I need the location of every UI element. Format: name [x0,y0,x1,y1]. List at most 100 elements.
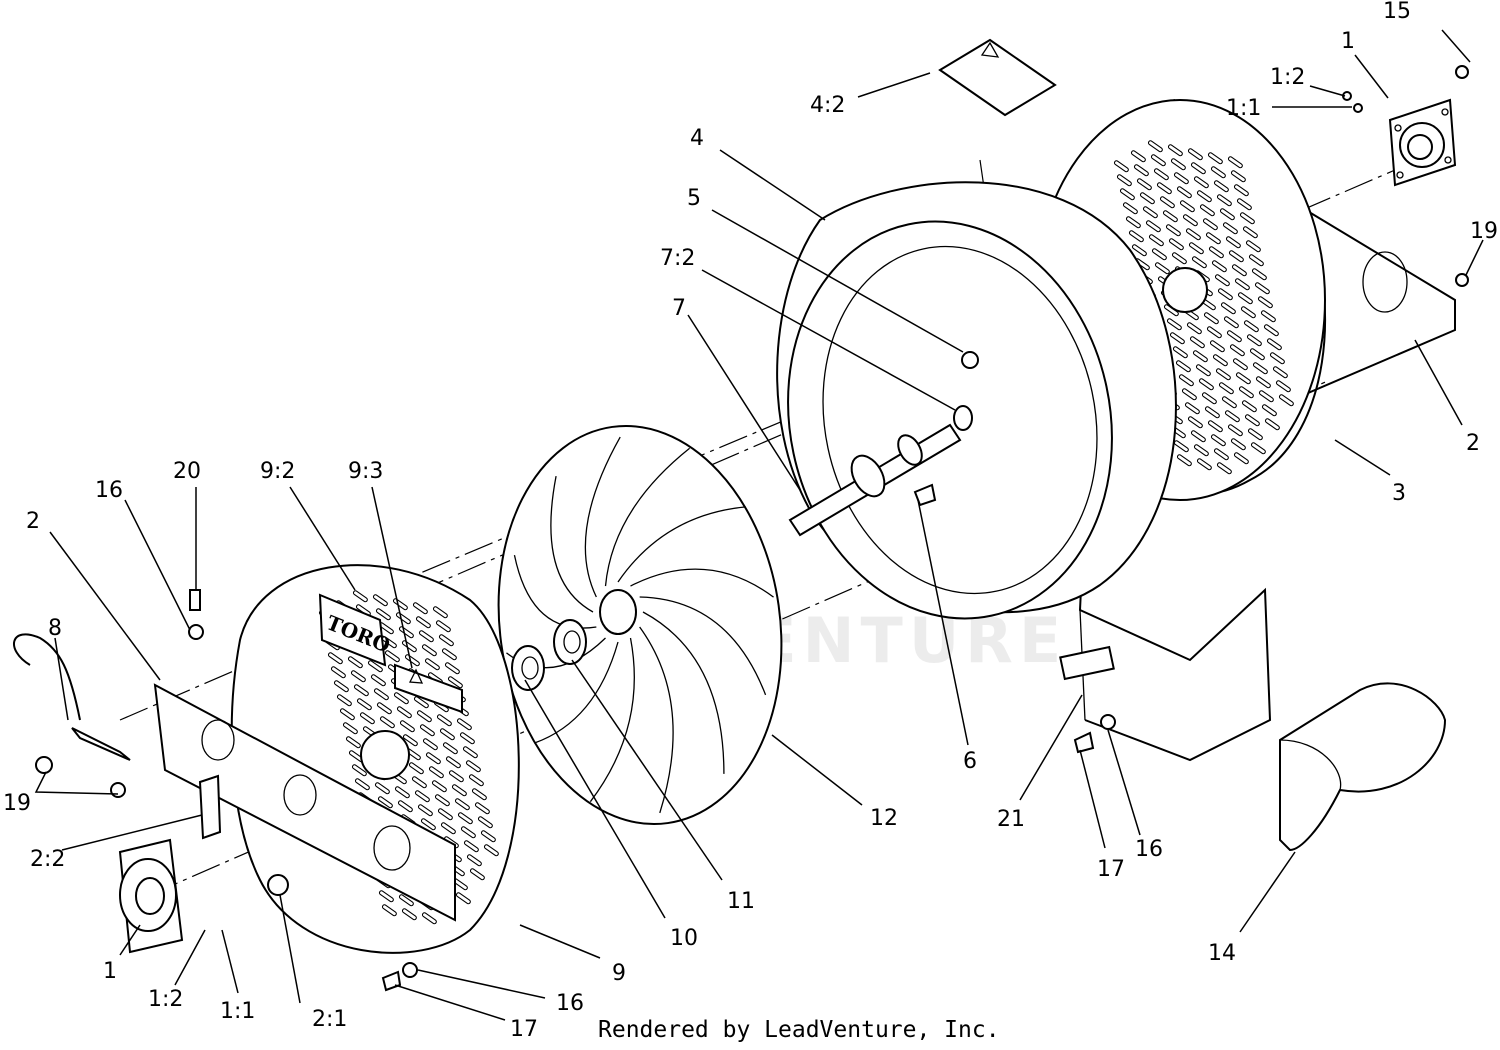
grille-slot [1207,420,1223,433]
grille-slot [1196,458,1212,471]
grille-slot [428,766,444,779]
callout-3: 3 [1392,481,1406,506]
grille-slot [460,826,476,839]
grille-slot [1186,322,1202,335]
grille-slot [1202,218,1218,231]
grille-slot [434,794,450,807]
impeller-blade [550,476,594,613]
grille-slot [378,890,394,903]
grille-slot [1240,306,1256,319]
grille-slot [1178,374,1194,387]
grille-slot [421,644,437,657]
callout-17-bottom: 17 [510,1017,538,1042]
grille-slot [402,734,418,747]
rendered-by-credit: Rendered by LeadVenture, Inc. [598,1017,1000,1043]
grille-slot [1217,288,1233,301]
callout-2-1: 2:1 [312,1007,347,1032]
grille-slot [1153,168,1169,181]
grille-slot [370,674,386,687]
callout-17-right: 17 [1097,857,1125,882]
grille-slot [448,770,464,783]
grille-slot [1232,358,1248,371]
impeller-blade [642,611,725,774]
grille-slot [1113,160,1129,173]
hitch-pin [13,633,131,798]
fan-impeller [497,424,783,826]
grille-slot [401,908,417,921]
right-bearing-flange [1388,98,1457,187]
grille-slot [1250,442,1266,455]
grille-slot [413,696,429,709]
impeller-blade [639,626,674,814]
drive-shaft [788,405,973,537]
grille-slot [440,822,456,835]
grille-slot [1249,348,1265,361]
grille-slot [1128,230,1144,243]
grille-slot [414,790,430,803]
grille-slot [1258,390,1274,403]
grille-slot [444,662,460,675]
grille-slot [1239,212,1255,225]
grille-slot [1187,148,1203,161]
grille-slot [1242,226,1258,239]
grille-slot [1220,302,1236,315]
grille-slot [342,722,358,735]
callout-1-1: 1:1 [1226,96,1261,121]
callout-4-2: 4:2 [810,93,845,118]
grille-slot [1234,278,1250,291]
grille-slot [350,670,366,683]
grille-slot [353,684,369,697]
grille-slot [1228,250,1244,263]
grille-slot [1179,200,1195,213]
warning-decal-top [938,38,1057,117]
grille-slot [1195,364,1211,377]
grille-slot [465,760,481,773]
callout-4: 4 [690,126,704,151]
grille-slot [374,782,390,795]
callout-14: 14 [1208,941,1236,966]
grille-slot [1213,448,1229,461]
grille-slot [397,800,413,813]
grille-slot [399,720,415,733]
left-bearing-flange [118,838,184,954]
grille-slot [1206,326,1222,339]
grille-slot [394,786,410,799]
grille-slot [466,854,482,867]
grille-slot [1218,382,1234,395]
grille-slot [415,616,431,629]
grille-slot [354,778,370,791]
grille-slot [1224,410,1240,423]
grille-slot [468,774,484,787]
grille-slot [352,590,368,603]
grille-slot [376,702,392,715]
grille-slot [439,728,455,741]
grille-slot [1154,262,1170,275]
impeller-blade [639,596,767,696]
impeller-blade [589,637,635,803]
grille-slot [1159,196,1175,209]
grille-slot [1208,246,1224,259]
grille-slot [1238,386,1254,399]
grille-slot [459,732,475,745]
grille-slot [375,608,391,621]
callout-10: 10 [670,926,698,951]
grille-slot [356,698,372,711]
grille-slot [1205,232,1221,245]
grille-slot [333,680,349,693]
grille-slot [455,892,471,905]
grille-slot [1185,228,1201,241]
grille-slot [1203,312,1219,325]
callout-11: 11 [727,889,755,914]
grille-slot [471,788,487,801]
grille-slot [1122,202,1138,215]
grille-slot [1190,430,1206,443]
grille-slot [1175,360,1191,373]
callout-16: 16 [95,478,123,503]
grille-slot [1193,176,1209,189]
grille-slot [1227,156,1243,169]
grille-slot [367,660,383,673]
grille-slot [1187,416,1203,429]
impeller-blade [630,568,774,598]
grille-slot [1266,338,1282,351]
callout-9: 9 [612,961,626,986]
